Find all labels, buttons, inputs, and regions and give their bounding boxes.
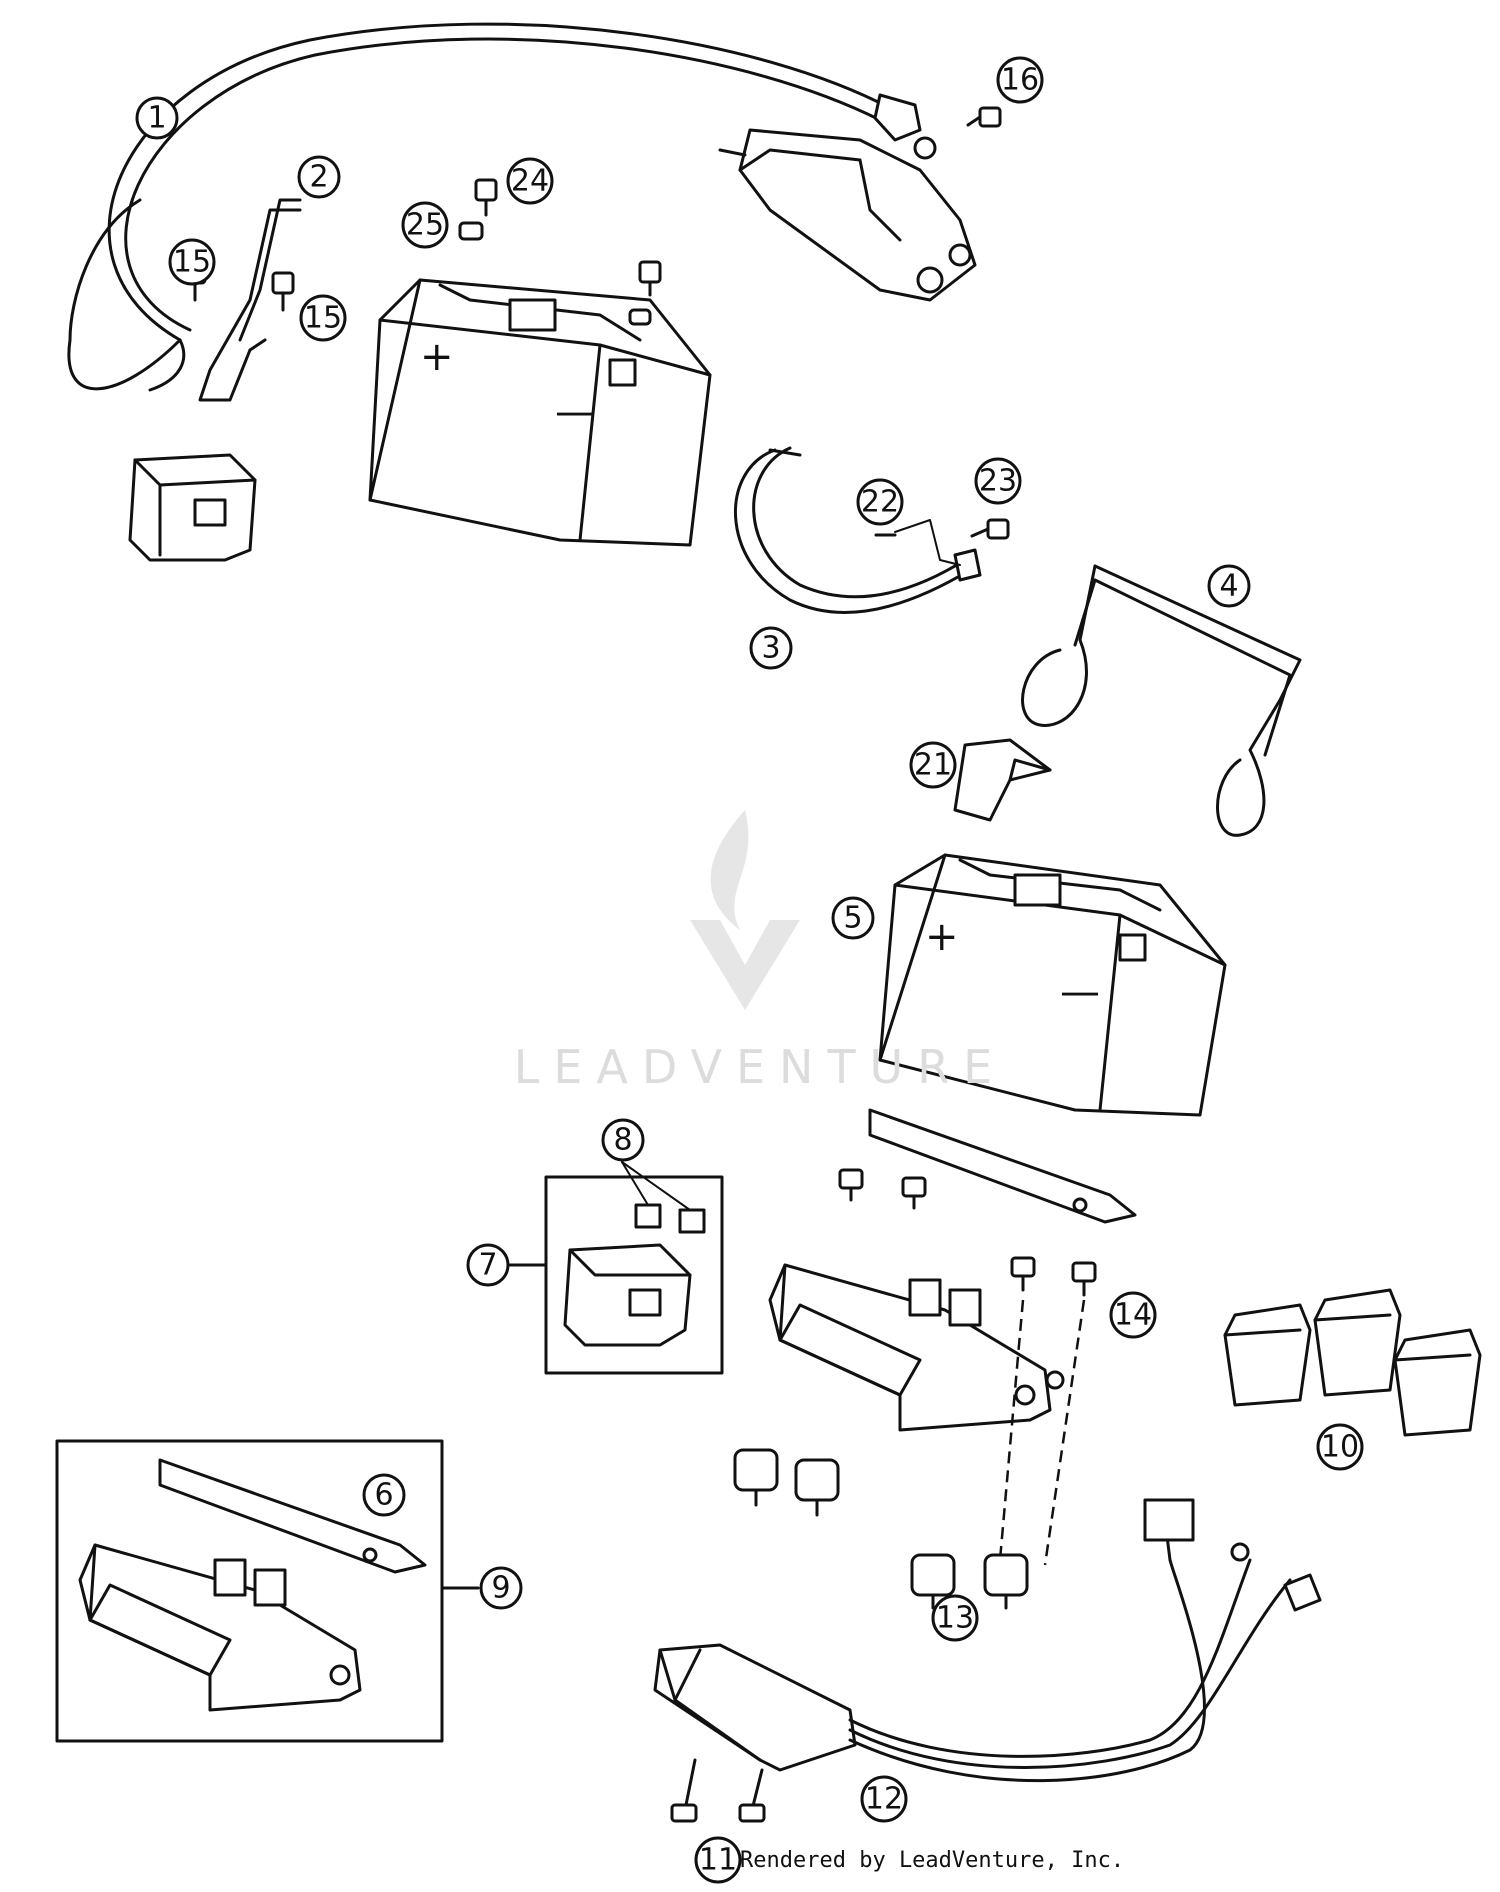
callout-9[interactable]: 9 xyxy=(479,1566,523,1610)
svg-text:16: 16 xyxy=(1001,63,1039,98)
svg-text:10: 10 xyxy=(1321,1430,1359,1465)
svg-text:13: 13 xyxy=(936,1601,974,1636)
watermark-text: LEADVENTURE xyxy=(513,1040,1007,1094)
callout-11[interactable]: 11 xyxy=(694,1836,742,1884)
callout-1[interactable]: 1 xyxy=(135,96,179,140)
part-12-regulator xyxy=(653,1498,1322,1783)
part-8-fuses xyxy=(621,1161,706,1234)
part-21-terminal-cover xyxy=(953,738,1052,822)
tray-bolts xyxy=(838,1168,927,1210)
battery-terminal-bolt xyxy=(628,260,662,326)
callout-25[interactable]: 25 xyxy=(401,201,449,249)
part-3-cable xyxy=(734,446,982,614)
bolt-23 xyxy=(970,518,1010,540)
callout-8[interactable]: 8 xyxy=(601,1118,645,1162)
render-credit: Rendered by LeadVenture, Inc. xyxy=(740,1848,1125,1873)
part-9-kit-frame xyxy=(55,1439,480,1743)
part-5-battery: + — xyxy=(878,853,1227,1117)
svg-text:25: 25 xyxy=(406,208,444,243)
rubber-dampers xyxy=(733,1448,840,1517)
battery-top: + — xyxy=(368,278,712,547)
part-1-positive-cable xyxy=(67,22,937,392)
svg-text:23: 23 xyxy=(979,464,1017,499)
callout-3[interactable]: 3 xyxy=(749,626,793,670)
svg-text:8: 8 xyxy=(613,1123,632,1158)
bolts-14 xyxy=(998,1256,1097,1566)
callout-4[interactable]: 4 xyxy=(1207,564,1251,608)
callout-2[interactable]: 2 xyxy=(297,155,341,199)
svg-text:12: 12 xyxy=(865,1782,903,1817)
battery-top-negative-symbol: — xyxy=(555,389,595,435)
callout-15a[interactable]: 15 xyxy=(168,238,216,286)
svg-text:11: 11 xyxy=(699,1843,737,1878)
svg-text:5: 5 xyxy=(843,901,862,936)
bolt-24 xyxy=(474,178,498,217)
battery-top-positive-symbol: + xyxy=(420,334,454,380)
callout-21[interactable]: 21 xyxy=(909,741,957,789)
battery-positive-symbol: + xyxy=(925,914,959,960)
callout-22[interactable]: 22 xyxy=(856,478,904,526)
callout-10[interactable]: 10 xyxy=(1316,1423,1364,1471)
callout-6[interactable]: 6 xyxy=(362,1473,406,1517)
svg-text:3: 3 xyxy=(761,631,780,666)
part-7-relay-kit-frame xyxy=(508,1175,724,1375)
callout-7[interactable]: 7 xyxy=(466,1243,510,1287)
bolt-22 xyxy=(874,519,961,566)
callout-23[interactable]: 23 xyxy=(974,457,1022,505)
watermark-logo xyxy=(690,810,800,1010)
part-11-screws xyxy=(670,1758,766,1823)
callout-16[interactable]: 16 xyxy=(996,56,1044,104)
svg-text:21: 21 xyxy=(914,748,952,783)
part-2-negative-cable xyxy=(198,198,302,402)
svg-text:2: 2 xyxy=(309,160,328,195)
svg-text:6: 6 xyxy=(374,1478,393,1513)
svg-text:1: 1 xyxy=(147,101,166,136)
starter-motor xyxy=(718,128,977,302)
callout-24[interactable]: 24 xyxy=(506,157,554,205)
part-10-relays xyxy=(1223,1288,1482,1437)
svg-text:15: 15 xyxy=(173,245,211,280)
svg-text:14: 14 xyxy=(1114,1298,1152,1333)
svg-text:9: 9 xyxy=(491,1571,510,1606)
callout-14[interactable]: 14 xyxy=(1109,1291,1157,1339)
callout-15b[interactable]: 15 xyxy=(299,294,347,342)
callout-12[interactable]: 12 xyxy=(860,1775,908,1823)
callout-5[interactable]: 5 xyxy=(831,896,875,940)
nut-25 xyxy=(458,221,484,241)
svg-text:15: 15 xyxy=(304,301,342,336)
part-4-battery-strap xyxy=(1021,564,1302,837)
screw-15b xyxy=(271,271,295,312)
svg-text:24: 24 xyxy=(511,164,549,199)
bolt-16 xyxy=(966,106,1002,128)
starter-relay-top xyxy=(128,453,257,562)
callout-13[interactable]: 13 xyxy=(931,1594,979,1642)
part-13-dampers xyxy=(910,1553,1029,1610)
fuse-holder-assembly xyxy=(768,1263,1065,1432)
battery-tray-plate xyxy=(868,1108,1137,1224)
battery-negative-symbol: — xyxy=(1060,969,1100,1015)
svg-text:7: 7 xyxy=(478,1248,497,1283)
svg-text:22: 22 xyxy=(861,485,899,520)
svg-text:4: 4 xyxy=(1219,569,1238,604)
